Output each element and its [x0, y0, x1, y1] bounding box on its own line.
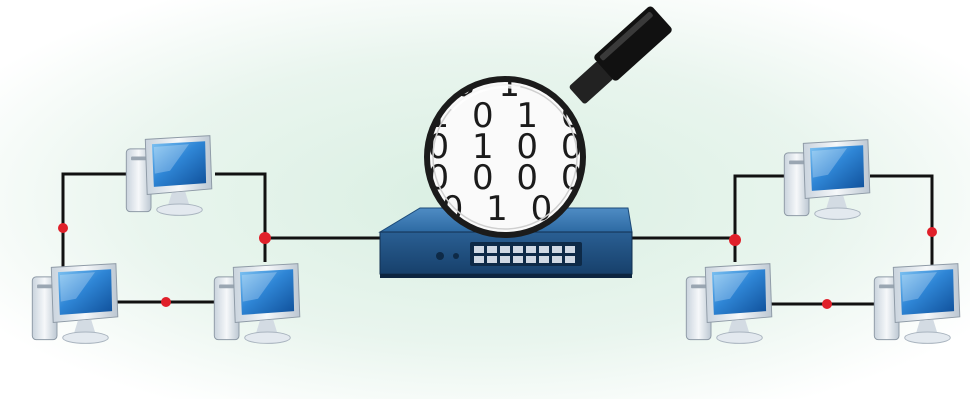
node-left-bottom	[161, 297, 171, 307]
node-left-vertical	[58, 223, 68, 233]
node-left-hub	[259, 232, 271, 244]
node-right-vertical	[927, 227, 937, 237]
node-right-hub	[729, 234, 741, 246]
node-right-bottom	[822, 299, 832, 309]
